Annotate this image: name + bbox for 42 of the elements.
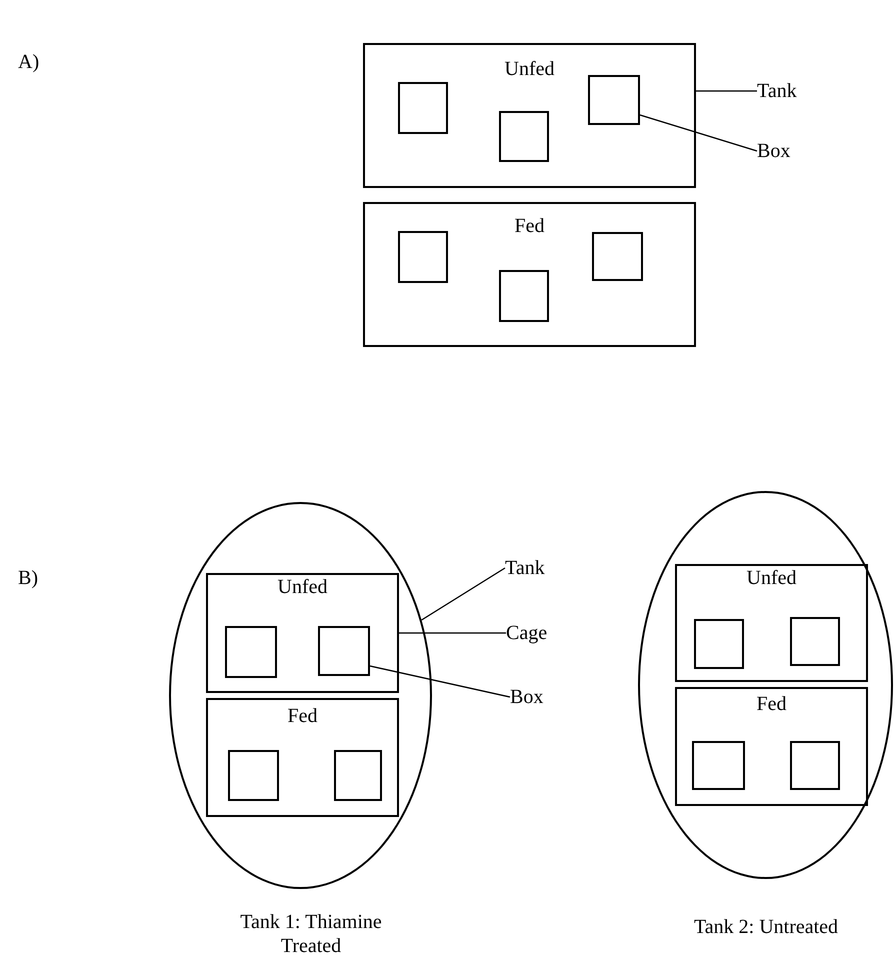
leader-line <box>370 665 510 698</box>
part-label: Box <box>757 138 801 164</box>
group-label: Fed <box>286 704 318 728</box>
leader-line <box>696 90 757 92</box>
square-box <box>498 270 548 322</box>
group-label: Unfed <box>276 575 328 599</box>
square-box <box>692 740 744 790</box>
part-label: Tank <box>757 78 807 104</box>
panel-label: B) <box>18 566 38 590</box>
tank-rectangle <box>363 43 696 188</box>
square-box <box>592 232 642 280</box>
square-box <box>498 110 548 162</box>
square-box <box>790 616 840 666</box>
tank-ellipse <box>638 491 893 879</box>
square-box <box>334 750 382 800</box>
square-box <box>228 750 278 800</box>
group-label: Fed <box>756 692 788 716</box>
part-label: Tank <box>505 555 555 581</box>
tank-caption: Tank 1: Thiamine Treated <box>239 910 383 958</box>
square-box <box>588 74 640 124</box>
leader-line <box>421 567 506 621</box>
group-label: Unfed <box>746 566 798 590</box>
square-box <box>318 626 370 676</box>
cage-rectangle <box>206 573 399 693</box>
square-box <box>694 618 744 668</box>
part-label: Cage <box>506 620 558 646</box>
group-label: Fed <box>514 214 546 238</box>
cage-rectangle <box>206 698 399 817</box>
square-box <box>790 740 840 790</box>
cage-rectangle <box>675 687 868 806</box>
group-label: Unfed <box>504 57 556 81</box>
square-box <box>224 626 276 678</box>
tank-caption: Tank 2: Untreated <box>692 915 840 939</box>
leader-line <box>640 114 758 152</box>
square-box <box>398 82 448 134</box>
tank-ellipse <box>169 502 432 889</box>
panel-label: A) <box>18 50 40 74</box>
part-label: Box <box>510 684 554 710</box>
cage-rectangle <box>675 564 868 682</box>
tank-rectangle <box>363 202 696 347</box>
leader-line <box>399 632 506 634</box>
square-box <box>398 230 448 282</box>
